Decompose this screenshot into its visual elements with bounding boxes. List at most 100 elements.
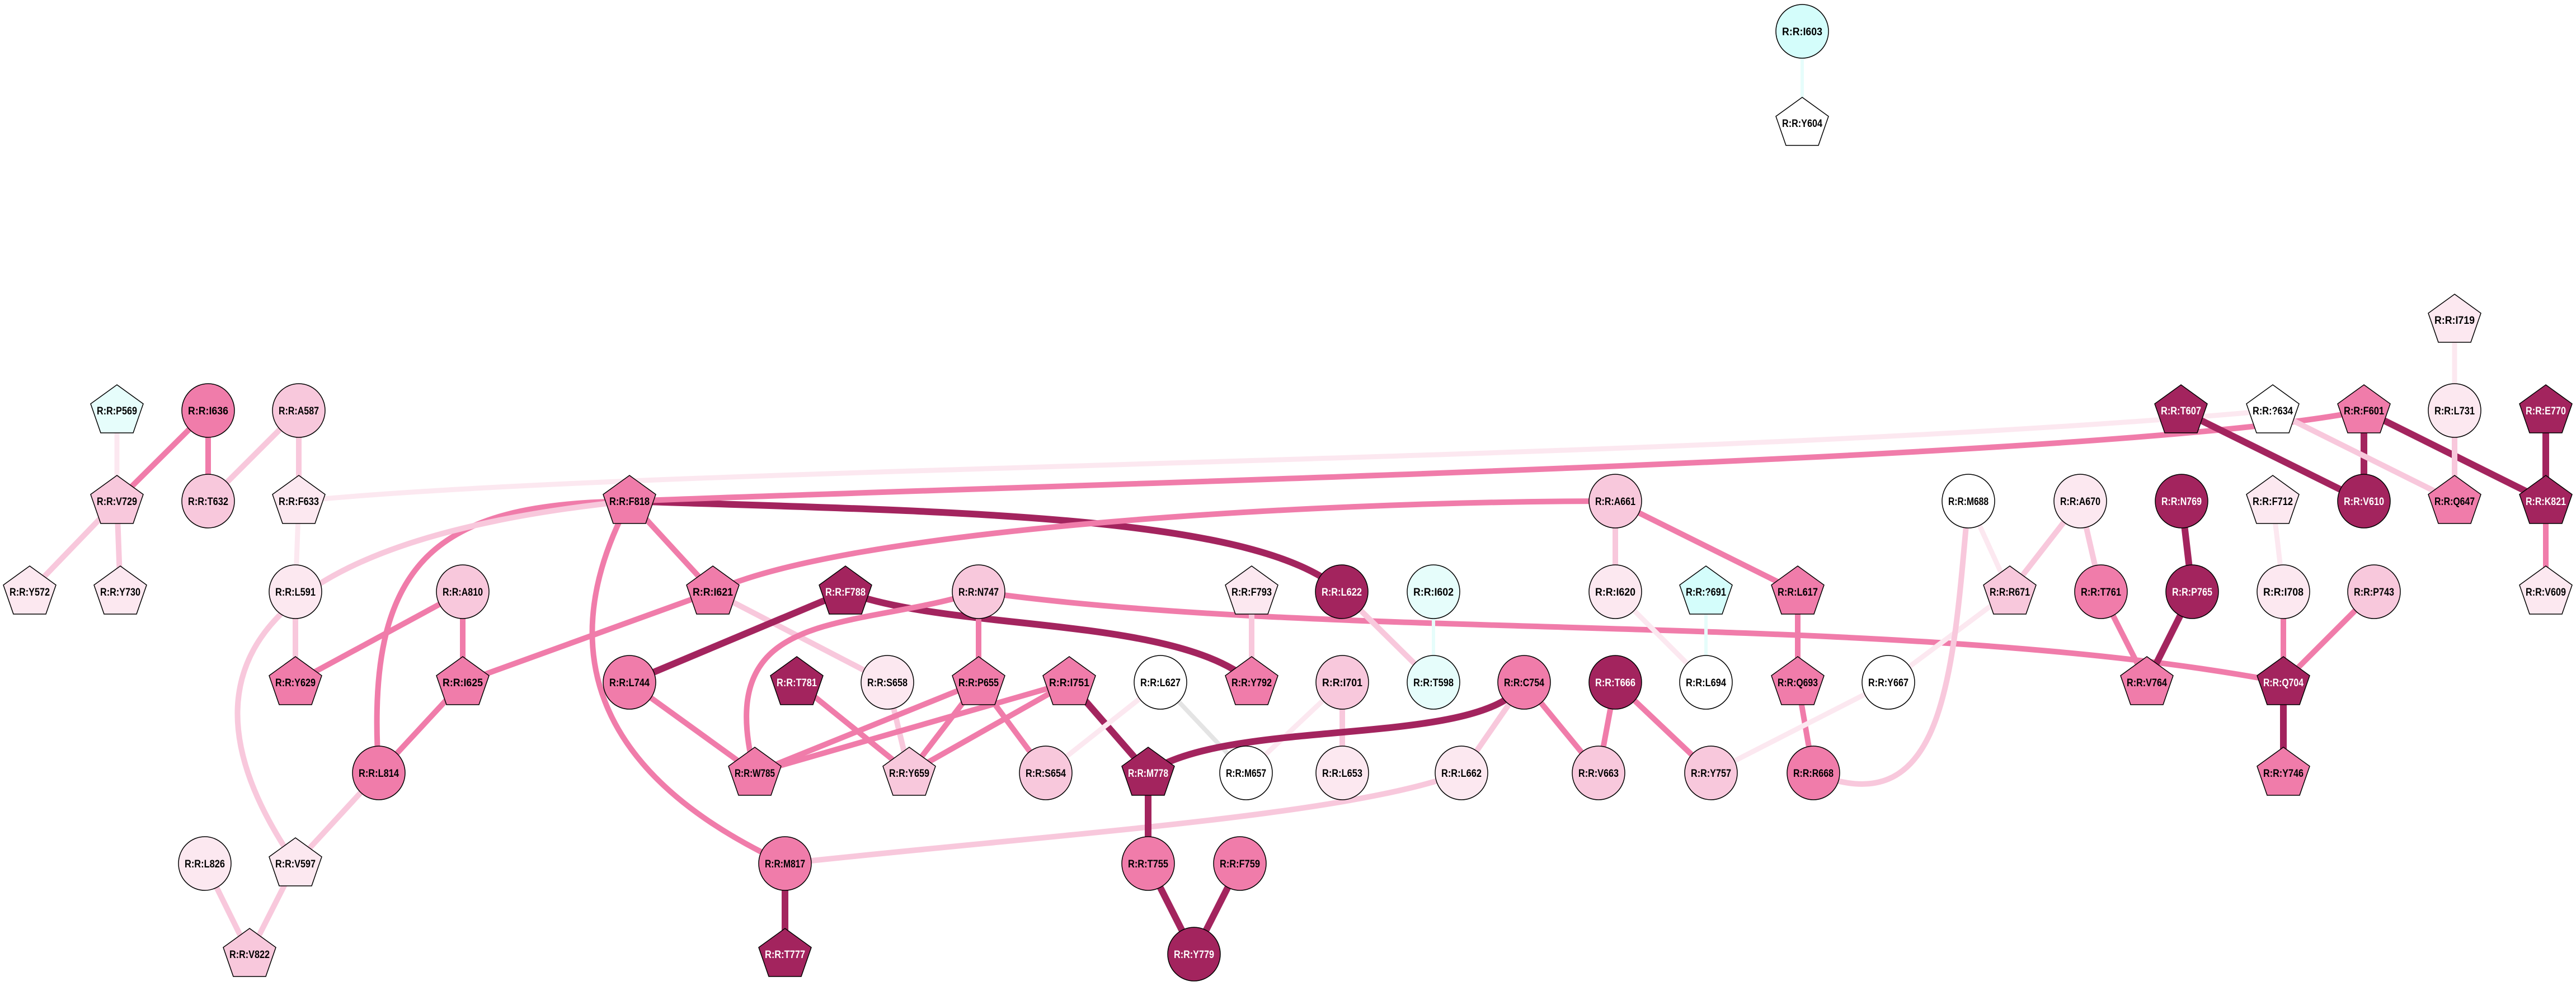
node-l591[interactable]: R:R:L591 bbox=[269, 564, 322, 619]
node-label: R:R:C754 bbox=[1504, 677, 1544, 689]
circle-node-shape bbox=[1315, 655, 1369, 710]
node-i708[interactable]: R:R:I708 bbox=[2257, 564, 2310, 619]
circle-node-shape bbox=[181, 383, 235, 438]
node-i602[interactable]: R:R:I602 bbox=[1407, 564, 1460, 619]
node-f601[interactable]: R:R:F601 bbox=[2337, 384, 2391, 433]
node-i620[interactable]: R:R:I620 bbox=[1588, 564, 1642, 619]
edge-i621-a661 bbox=[710, 498, 1618, 595]
node-l826[interactable]: R:R:L826 bbox=[178, 836, 232, 891]
circle-node-shape bbox=[352, 746, 406, 800]
node-m657[interactable]: R:R:M657 bbox=[1219, 746, 1273, 800]
node-v610[interactable]: R:R:V610 bbox=[2337, 474, 2391, 529]
node-l627[interactable]: R:R:L627 bbox=[1134, 655, 1187, 710]
circle-node-shape bbox=[1407, 564, 1460, 619]
node-i603[interactable]: R:R:I603 bbox=[1775, 4, 1829, 59]
node-y746[interactable]: R:R:Y746 bbox=[2257, 747, 2310, 796]
node-i621[interactable]: R:R:I621 bbox=[686, 565, 740, 615]
node-a661[interactable]: R:R:A661 bbox=[1588, 474, 1642, 529]
node-p569[interactable]: R:R:P569 bbox=[90, 384, 144, 433]
node-t761[interactable]: R:R:T761 bbox=[2074, 564, 2128, 619]
node-label: R:R:T607 bbox=[2161, 405, 2201, 417]
node-v729[interactable]: R:R:V729 bbox=[90, 475, 144, 524]
node-label: R:R:V729 bbox=[97, 496, 137, 508]
node-t598[interactable]: R:R:T598 bbox=[1407, 655, 1460, 710]
circle-node-shape bbox=[758, 836, 812, 891]
node-l731[interactable]: R:R:L731 bbox=[2428, 383, 2481, 438]
node-i636[interactable]: R:R:I636 bbox=[181, 383, 235, 438]
node-l662[interactable]: R:R:L662 bbox=[1435, 746, 1488, 800]
edge-m688-r668 bbox=[1811, 498, 1971, 787]
node-t781[interactable]: R:R:T781 bbox=[770, 656, 824, 705]
node-t607[interactable]: R:R:T607 bbox=[2154, 384, 2208, 433]
node-r668[interactable]: R:R:R668 bbox=[1787, 746, 1840, 800]
node-l653[interactable]: R:R:L653 bbox=[1315, 746, 1369, 800]
circle-node-shape bbox=[861, 655, 914, 710]
pentagon-node-shape bbox=[882, 747, 936, 796]
node-y792[interactable]: R:R:Y792 bbox=[1225, 656, 1278, 705]
node-y572[interactable]: R:R:Y572 bbox=[3, 565, 57, 615]
node-e770[interactable]: R:R:E770 bbox=[2519, 384, 2573, 433]
node-n769[interactable]: R:R:N769 bbox=[2155, 474, 2208, 529]
node-m688[interactable]: R:R:M688 bbox=[1942, 474, 1995, 529]
node-s654[interactable]: R:R:S654 bbox=[1019, 746, 1073, 800]
pentagon-node-shape bbox=[770, 656, 824, 705]
node-v764[interactable]: R:R:V764 bbox=[2120, 656, 2174, 705]
node-y629[interactable]: R:R:Y629 bbox=[269, 656, 322, 705]
node-y779[interactable]: R:R:Y779 bbox=[1167, 927, 1221, 982]
node-i701[interactable]: R:R:I701 bbox=[1315, 655, 1369, 710]
node-p655[interactable]: R:R:P655 bbox=[952, 656, 1005, 705]
node-c754[interactable]: R:R:C754 bbox=[1497, 655, 1551, 710]
node-s658[interactable]: R:R:S658 bbox=[861, 655, 914, 710]
node-l617[interactable]: R:R:L617 bbox=[1771, 565, 1825, 615]
node-a670[interactable]: R:R:A670 bbox=[2053, 474, 2107, 529]
node-f759[interactable]: R:R:F759 bbox=[1213, 836, 1267, 891]
node-q704[interactable]: R:R:Q704 bbox=[2257, 656, 2310, 705]
node-q634[interactable]: R:R:?634 bbox=[2246, 384, 2300, 433]
node-w785[interactable]: R:R:W785 bbox=[728, 747, 782, 796]
node-q647[interactable]: R:R:Q647 bbox=[2428, 475, 2481, 524]
node-v597[interactable]: R:R:V597 bbox=[269, 837, 322, 886]
node-y667[interactable]: R:R:Y667 bbox=[1862, 655, 1915, 710]
node-p743[interactable]: R:R:P743 bbox=[2347, 564, 2401, 619]
node-t666[interactable]: R:R:T666 bbox=[1588, 655, 1642, 710]
node-a810[interactable]: R:R:A810 bbox=[436, 564, 490, 619]
node-k821[interactable]: R:R:K821 bbox=[2519, 475, 2573, 524]
circle-node-shape bbox=[269, 564, 322, 619]
node-q693[interactable]: R:R:Q693 bbox=[1771, 656, 1825, 705]
node-f793[interactable]: R:R:F793 bbox=[1225, 565, 1278, 615]
node-m778[interactable]: R:R:M778 bbox=[1121, 747, 1175, 796]
pentagon-node-shape bbox=[2154, 384, 2208, 433]
node-y659[interactable]: R:R:Y659 bbox=[882, 747, 936, 796]
node-l622[interactable]: R:R:L622 bbox=[1315, 564, 1369, 619]
node-q691[interactable]: R:R:?691 bbox=[1679, 565, 1733, 615]
node-n747[interactable]: R:R:N747 bbox=[952, 564, 1005, 619]
node-label: R:R:F633 bbox=[279, 496, 319, 508]
node-y730[interactable]: R:R:Y730 bbox=[93, 565, 147, 615]
node-y757[interactable]: R:R:Y757 bbox=[1684, 746, 1738, 800]
node-v663[interactable]: R:R:V663 bbox=[1572, 746, 1625, 800]
node-i751[interactable]: R:R:I751 bbox=[1042, 656, 1096, 705]
node-v822[interactable]: R:R:V822 bbox=[223, 928, 276, 977]
node-f633[interactable]: R:R:F633 bbox=[272, 475, 326, 524]
node-l744[interactable]: R:R:L744 bbox=[603, 655, 656, 710]
node-t755[interactable]: R:R:T755 bbox=[1121, 836, 1175, 891]
node-t632[interactable]: R:R:T632 bbox=[181, 474, 235, 529]
node-m817[interactable]: R:R:M817 bbox=[758, 836, 812, 891]
node-y604[interactable]: R:R:Y604 bbox=[1775, 97, 1829, 146]
node-l814[interactable]: R:R:L814 bbox=[352, 746, 406, 800]
node-r671[interactable]: R:R:R671 bbox=[1983, 565, 2037, 615]
node-f712[interactable]: R:R:F712 bbox=[2246, 475, 2300, 524]
node-t777[interactable]: R:R:T777 bbox=[758, 928, 812, 977]
node-v609[interactable]: R:R:V609 bbox=[2519, 565, 2573, 615]
node-label: R:R:M817 bbox=[765, 858, 805, 870]
node-p765[interactable]: R:R:P765 bbox=[2165, 564, 2219, 619]
node-f818[interactable]: R:R:F818 bbox=[603, 475, 656, 524]
node-i625[interactable]: R:R:I625 bbox=[436, 656, 490, 705]
node-a587[interactable]: R:R:A587 bbox=[272, 383, 326, 438]
node-label: R:R:A587 bbox=[279, 405, 319, 417]
node-i719[interactable]: R:R:I719 bbox=[2428, 294, 2481, 343]
node-l694[interactable]: R:R:L694 bbox=[1679, 655, 1733, 710]
node-label: R:R:P569 bbox=[97, 405, 137, 417]
circle-node-shape bbox=[272, 383, 326, 438]
node-f788[interactable]: R:R:F788 bbox=[819, 565, 872, 615]
